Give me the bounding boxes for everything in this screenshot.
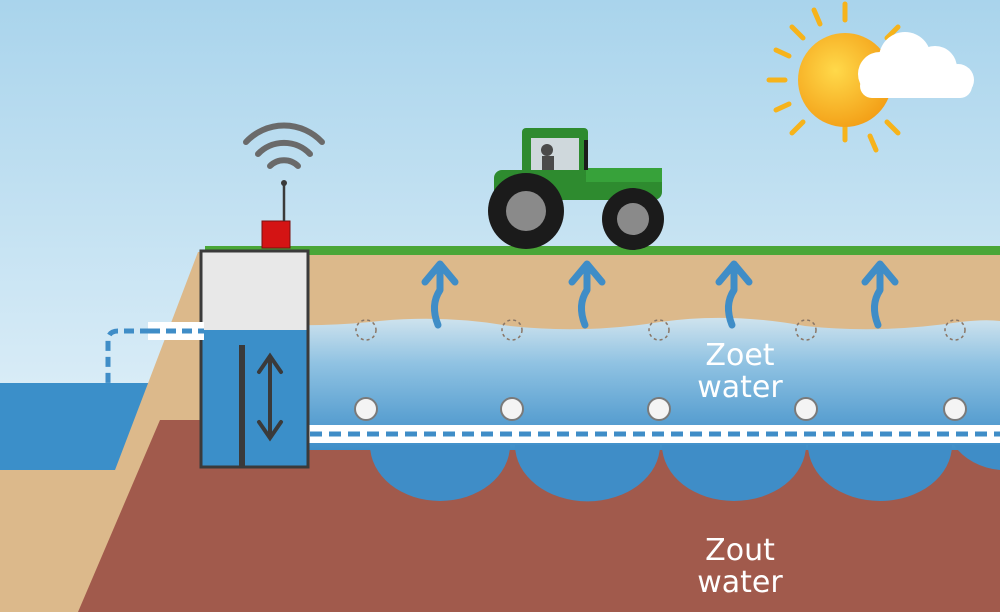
drain-pipe — [308, 425, 1000, 443]
fresh-water-label: Zoet water — [680, 340, 800, 403]
fresh-water-label-line2: water — [697, 369, 783, 405]
salt-water-label-line2: water — [697, 564, 783, 600]
control-well — [199, 249, 310, 469]
double-arrow-icon — [257, 352, 283, 442]
sensor-box-icon — [261, 180, 291, 249]
salt-water-label-line1: Zout — [705, 533, 775, 568]
cloud-icon — [858, 32, 974, 98]
water-level-markers — [355, 319, 966, 341]
grass-line — [205, 246, 1000, 255]
wifi-signal-icon — [243, 122, 325, 169]
fresh-water-label-line1: Zoet — [705, 338, 775, 373]
fresh-water-bubbles — [370, 445, 1000, 502]
salt-water-label: Zout water — [680, 535, 800, 598]
tractor-icon — [488, 128, 664, 250]
drain-holes — [354, 397, 967, 421]
inlet-pipe — [105, 322, 204, 385]
up-arrow-icon — [421, 260, 899, 329]
